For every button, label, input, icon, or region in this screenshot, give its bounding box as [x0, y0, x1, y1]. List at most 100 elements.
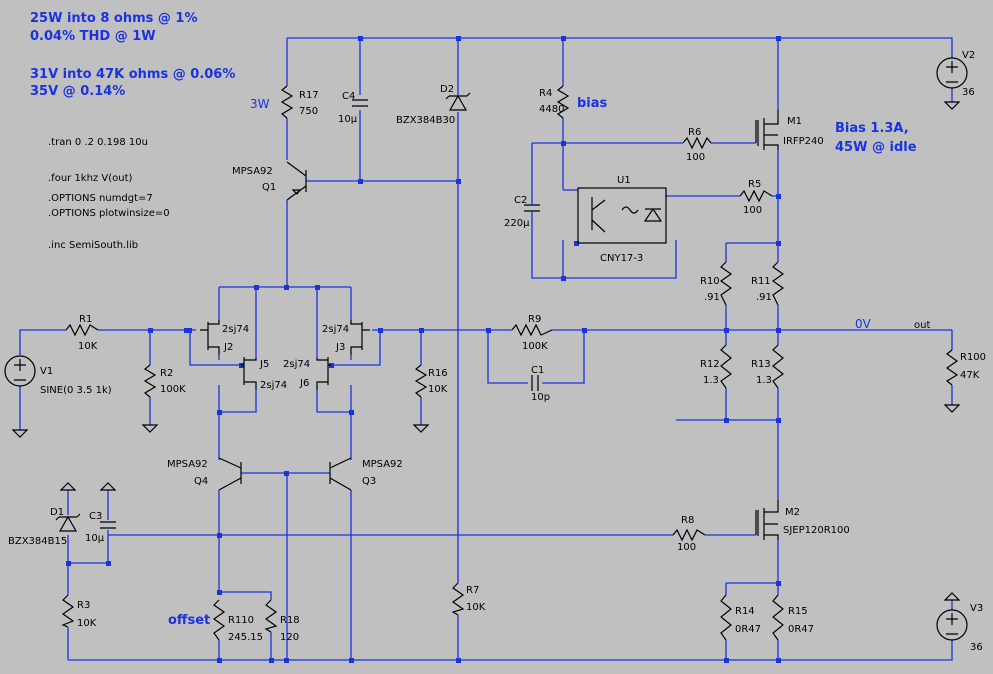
options-plotwinsize: .OPTIONS plotwinsize=0 [48, 208, 170, 219]
components-v1-name-label: V1 [40, 366, 53, 377]
components-c1-name-label: C1 [531, 365, 544, 376]
components-j2-name-label: J2 [223, 342, 233, 353]
components-r16-value-label: 10K [428, 384, 448, 395]
R7-resistor [451, 582, 465, 616]
components-r110-name-label: R110 [228, 615, 254, 626]
components-r7-name-label: R7 [466, 585, 479, 596]
R5-resistor [739, 189, 773, 203]
C4-capacitor [352, 99, 368, 107]
components-d2-name-label: D2 [440, 84, 454, 95]
components-r9-name-label: R9 [528, 314, 541, 325]
Q1-pnp-transistor [286, 161, 307, 201]
components-r13-value-label: 1.3 [756, 375, 772, 386]
components-c3-name-label: C3 [89, 511, 102, 522]
components-q1-name-label: Q1 [262, 182, 276, 193]
components-j5-name-label: J5 [259, 359, 269, 370]
components-r8-value-label: 100 [677, 542, 696, 553]
components-u1-name-label: U1 [617, 175, 631, 186]
components-r10-value-label: .91 [704, 292, 720, 303]
bias-note-2: 45W @ idle [835, 140, 917, 155]
components-v3-name-label: V3 [970, 603, 983, 614]
components-q4-name-label: Q4 [194, 476, 208, 487]
components-r13-name-label: R13 [751, 359, 771, 370]
R1-resistor [65, 323, 99, 337]
J5-jfet [241, 357, 257, 390]
options-numdgt: .OPTIONS numdgt=7 [48, 193, 153, 204]
components-c1-value-label: 10p [531, 392, 550, 403]
offset-label: offset [168, 613, 210, 628]
components-r11-value-label: .91 [756, 292, 772, 303]
net-0v: 0V [855, 317, 872, 331]
components-r4-name-label: R4 [539, 88, 552, 99]
wires [19, 37, 953, 661]
components-q3-name-label: Q3 [362, 476, 376, 487]
R13-resistor [772, 344, 785, 389]
four-directive: .four 1khz V(out) [48, 173, 132, 184]
components-r11-name-label: R11 [751, 276, 771, 287]
power-3w-label: 3W [250, 97, 270, 111]
D2-zener-diode [445, 92, 471, 111]
components-r5-value-label: 100 [743, 205, 762, 216]
components-r15-value-label: 0R47 [788, 624, 814, 635]
R18-resistor [264, 599, 278, 633]
components-r18-value-label: 120 [280, 632, 299, 643]
components-c3-value-label: 10µ [85, 533, 105, 544]
components-r16-name-label: R16 [428, 368, 448, 379]
R110-resistor [212, 599, 226, 641]
components-r3-value-label: 10K [77, 618, 97, 629]
components-r2-value-label: 100K [160, 384, 186, 395]
R9-resistor [511, 323, 553, 337]
R15-resistor [772, 594, 784, 641]
R100-resistor [945, 349, 959, 386]
R17-resistor [280, 85, 294, 119]
components-j2-value-label: 2sj74 [222, 324, 249, 335]
V3-source [936, 609, 968, 641]
components-r12-name-label: R12 [700, 359, 720, 370]
components-r5-name-label: R5 [748, 179, 761, 190]
components-d1-name-label: D1 [50, 507, 64, 518]
components-r17-value-label: 750 [299, 106, 318, 117]
components-m2-value-label: SJEP120R100 [783, 525, 850, 536]
Q3-pnp-transistor [329, 457, 352, 491]
V1-source [4, 355, 36, 387]
components-d2-value-label: BZX384B30 [396, 115, 455, 126]
components-r6-value-label: 100 [686, 152, 705, 163]
components-r14-value-label: 0R47 [735, 624, 761, 635]
components-q1-value-label: MPSA92 [232, 166, 273, 177]
components-c4-name-label: C4 [342, 91, 355, 102]
net-labels: 0V out [855, 317, 930, 331]
components-j6-value-label: 2sj74 [283, 359, 310, 370]
components-q4-value-label: MPSA92 [167, 459, 208, 470]
spec-note-2: 0.04% THD @ 1W [30, 29, 156, 44]
components-m1-value-label: IRFP240 [783, 136, 824, 147]
R3-resistor [61, 594, 75, 628]
V2-source [936, 57, 968, 89]
components-r110-value-label: 245.15 [228, 632, 263, 643]
components-r100-name-label: R100 [960, 352, 986, 363]
grounds [11, 101, 961, 601]
include-directive: .inc SemiSouth.lib [48, 240, 138, 251]
components-r17-name-label: R17 [299, 90, 319, 101]
components-r1-name-label: R1 [79, 314, 92, 325]
components-u1-value-label: CNY17-3 [600, 253, 643, 264]
components-v1-value-label: SINE(0 3.5 1k) [40, 385, 112, 396]
components-c4-value-label: 10µ [338, 114, 358, 125]
J6-jfet [316, 357, 331, 390]
R16-resistor [414, 364, 428, 398]
components-d1-value-label: BZX384B15 [8, 536, 67, 547]
R6-resistor [682, 136, 712, 150]
C1-capacitor [531, 375, 539, 391]
components-r4-value-label: 4480 [539, 104, 564, 115]
spec-note-3: 31V into 47K ohms @ 0.06% [30, 67, 235, 82]
J3-jfet [350, 320, 370, 355]
components-r8-name-label: R8 [681, 515, 694, 526]
components-r15-name-label: R15 [788, 606, 808, 617]
optocoupler [577, 187, 667, 244]
R10-resistor [719, 261, 733, 306]
components-v3-value-label: 36 [970, 642, 983, 653]
tran-directive: .tran 0 .2 0.198 10u [48, 137, 148, 148]
components-r7-value-label: 10K [466, 602, 486, 613]
components-q3-value-label: MPSA92 [362, 459, 403, 470]
R11-resistor [771, 261, 785, 306]
